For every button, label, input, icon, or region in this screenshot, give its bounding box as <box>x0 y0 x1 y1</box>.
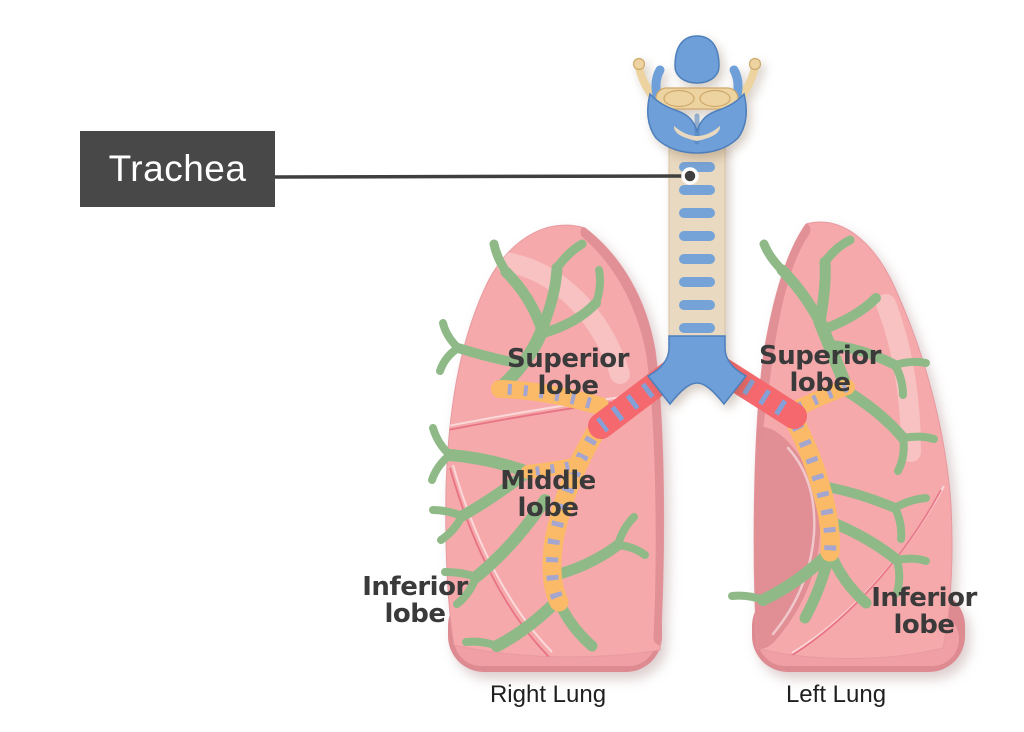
trachea-leader-line <box>274 174 685 179</box>
bronchiole-branch <box>462 637 501 650</box>
bronchiole-branch <box>453 343 517 367</box>
bronchiole-branch <box>820 235 855 267</box>
left-lung-notch-highlight <box>771 446 816 636</box>
trachea-callout[interactable]: Trachea <box>80 131 275 207</box>
bronchiole-branch <box>552 239 587 273</box>
bronchiole-branch <box>536 262 563 336</box>
bronchiole-branch <box>817 293 881 335</box>
bronchiole-branch <box>453 573 480 608</box>
bronchiole-branch <box>823 482 900 513</box>
trachea-callout-label: Trachea <box>108 148 247 189</box>
trachea <box>646 139 748 406</box>
label-right-inferior-lobe: Inferior lobe <box>362 574 468 628</box>
bronchiole-branch <box>827 340 900 370</box>
bronchiole-branch <box>436 344 462 375</box>
label-line: lobe <box>384 599 446 629</box>
trachea-bifurcation <box>646 335 748 406</box>
caption-left-lung: Left Lung <box>785 681 887 708</box>
hyoid-body-right <box>699 89 731 108</box>
right-lung <box>445 224 665 672</box>
label-line: lobe <box>789 368 851 398</box>
cartilage-dashes <box>701 353 799 423</box>
right-lung-oblique-fissure-highlight <box>452 464 553 653</box>
right-lung-oblique-fissure <box>449 467 550 657</box>
label-line: Inferior <box>362 572 468 602</box>
trachea-leader <box>274 167 699 185</box>
thyroid-cartilage <box>647 92 747 154</box>
bronchiole-branch <box>437 512 466 544</box>
right-lung-apex-highlight <box>495 252 630 384</box>
bronchiole-branch <box>489 239 511 277</box>
bronchiole-branch <box>759 239 787 275</box>
trachea-ring <box>679 323 715 333</box>
bronchial-tree-right <box>428 239 649 652</box>
label-line: lobe <box>537 371 599 401</box>
label-line: lobe <box>893 610 955 640</box>
bronchiole-branch <box>456 466 534 522</box>
bronchiole-branch <box>429 424 454 459</box>
bronchiole-branch <box>814 256 831 328</box>
larynx <box>632 35 762 154</box>
trachea-ring <box>679 185 715 195</box>
epiglottis <box>674 35 720 84</box>
bronchiole-branch <box>439 319 462 352</box>
left-main-lobar-bronchus <box>782 406 840 562</box>
bronchiole-branch <box>428 451 454 484</box>
bronchiole-branch <box>893 556 904 597</box>
trachea-ring <box>679 231 715 241</box>
bronchiole-branch <box>894 434 908 475</box>
label-left-superior-lobe: Superior lobe <box>759 343 881 397</box>
label-right-superior-lobe: Superior lobe <box>507 346 629 400</box>
label-left-inferior-lobe: Inferior lobe <box>871 585 977 639</box>
bronchiole-branch <box>893 554 930 565</box>
caption-right-lung: Right Lung <box>489 681 607 708</box>
label-line: lobe <box>517 493 579 523</box>
cartilage-dashes <box>499 383 602 412</box>
bronchiole-branch <box>614 513 638 549</box>
label-line: Superior <box>507 344 629 374</box>
trachea-ring <box>679 277 715 287</box>
trachea-ring <box>679 254 715 264</box>
hyoid-wing-tip <box>748 57 762 71</box>
bronchiole-branch <box>592 266 604 307</box>
hyoid-wing-tip <box>632 57 646 71</box>
hyoid-body-left <box>663 89 695 108</box>
bronchiole-branch <box>891 357 930 369</box>
trachea-ring <box>679 300 715 310</box>
bronchiole-branch <box>899 432 938 443</box>
label-line: Inferior <box>871 583 977 613</box>
cartilage-dashes <box>527 459 579 477</box>
label-right-middle-lobe: Middle lobe <box>500 468 596 522</box>
cartilage-dashes <box>545 426 603 605</box>
trachea-ring <box>679 208 715 218</box>
left-lung-oblique-fissure <box>788 489 942 658</box>
bronchiole-branch <box>891 361 907 399</box>
label-line: Middle <box>500 466 596 496</box>
trachea-leader-dot <box>681 167 699 185</box>
bronchiole-branch <box>839 384 909 444</box>
bronchiole-branch <box>728 591 767 604</box>
bronchiole-branch <box>891 504 906 543</box>
bronchiole-branch <box>429 506 466 520</box>
cricothyroid-membrane <box>673 126 721 141</box>
label-line: Superior <box>759 341 881 371</box>
bronchiole-branch <box>470 494 551 583</box>
bronchiole-branch <box>535 298 601 339</box>
bronchial-tree-left <box>728 235 938 624</box>
bronchiole-branch <box>444 449 534 478</box>
